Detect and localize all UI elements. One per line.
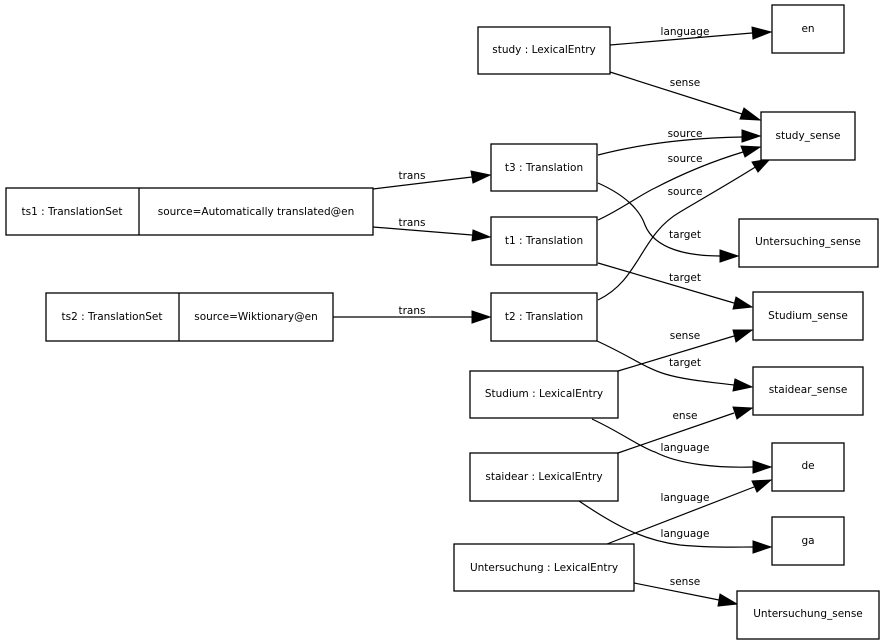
edge-ts1-trans-t1: trans <box>372 217 492 242</box>
svg-text:sense: sense <box>670 330 701 342</box>
node-ts1-translationset[interactable]: ts1 : TranslationSet source=Automaticall… <box>5 187 374 236</box>
svg-text:Untersuchung : LexicalEntry: Untersuchung : LexicalEntry <box>470 562 618 574</box>
edges: language sense source source source <box>333 26 773 607</box>
arrowhead-icon <box>719 249 740 263</box>
edge-staidear-sense-staidear_sense: ense <box>617 406 754 454</box>
arrowhead-icon <box>732 329 754 343</box>
svg-text:study_sense: study_sense <box>776 130 841 142</box>
edge-study-language-en: language <box>609 26 773 46</box>
svg-text:Untersuchung_sense: Untersuchung_sense <box>753 608 863 620</box>
svg-text:ense: ense <box>672 410 697 422</box>
svg-text:target: target <box>669 229 701 241</box>
edge-untersuchung-sense-untersuchung_sense: sense <box>633 576 739 607</box>
arrowhead-icon <box>732 296 754 310</box>
node-t2-translation[interactable]: t2 : Translation <box>490 292 598 342</box>
node-t1-translation[interactable]: t1 : Translation <box>490 216 598 266</box>
edge-t3-source-study_sense: source <box>597 128 762 156</box>
arrowhead-icon <box>732 406 754 420</box>
arrowhead-icon <box>732 378 754 392</box>
node-study-lexicalentry[interactable]: study : LexicalEntry <box>477 26 611 75</box>
arrowhead-icon <box>471 229 492 242</box>
svg-text:source: source <box>668 128 703 140</box>
svg-text:t2 : Translation: t2 : Translation <box>505 311 583 323</box>
node-staidear-lexicalentry[interactable]: staidear : LexicalEntry <box>469 452 619 502</box>
arrowhead-icon <box>739 107 762 121</box>
svg-text:source: source <box>668 153 703 165</box>
svg-text:target: target <box>669 357 701 369</box>
svg-text:ts1 : TranslationSet: ts1 : TranslationSet <box>22 206 123 218</box>
arrowhead-icon <box>741 129 762 143</box>
svg-text:en: en <box>801 23 814 35</box>
arrowhead-icon <box>751 158 772 173</box>
ts1-source-attribute: source=Automatically translated@en <box>158 206 355 218</box>
svg-text:t1 : Translation: t1 : Translation <box>505 235 583 247</box>
arrowhead-icon <box>717 593 739 607</box>
edge-untersuchung-language-de: language <box>606 479 773 545</box>
edge-staidear-language-ga: language <box>578 500 773 554</box>
svg-text:staidear_sense: staidear_sense <box>769 384 848 396</box>
nodes: study : LexicalEntry en study_sense ts1 … <box>5 4 880 640</box>
arrowhead-icon <box>470 170 492 184</box>
node-untersuchung-sense[interactable]: Untersuchung_sense <box>736 590 880 640</box>
edge-studium-language-de: language <box>591 418 773 474</box>
edge-t1-source-study_sense: source <box>597 145 762 221</box>
svg-text:ga: ga <box>801 535 814 547</box>
svg-text:trans: trans <box>399 305 426 317</box>
svg-text:t3 : Translation: t3 : Translation <box>505 162 583 174</box>
arrowhead-icon <box>752 460 773 474</box>
node-de[interactable]: de <box>771 442 845 492</box>
node-ga[interactable]: ga <box>771 516 845 566</box>
svg-text:trans: trans <box>399 170 426 182</box>
arrowhead-icon <box>740 145 762 158</box>
edge-study-sense-study_sense: sense <box>609 71 762 121</box>
edge-studium-sense-studium_sense: sense <box>617 329 754 372</box>
edge-t1-target-studium_sense: target <box>597 262 754 310</box>
svg-text:language: language <box>661 442 710 454</box>
edge-t3-target-untersuching_sense: target <box>597 182 740 263</box>
svg-text:sense: sense <box>670 576 701 588</box>
svg-text:source: source <box>668 186 703 198</box>
svg-text:language: language <box>661 26 710 38</box>
svg-text:Untersuching_sense: Untersuching_sense <box>755 236 861 248</box>
ts2-source-attribute: source=Wiktionary@en <box>194 311 318 323</box>
node-studium-sense[interactable]: Studium_sense <box>752 291 864 341</box>
arrowhead-icon <box>471 310 492 324</box>
node-en[interactable]: en <box>771 4 845 54</box>
node-untersuchung-lexicalentry[interactable]: Untersuchung : LexicalEntry <box>453 543 635 592</box>
svg-text:study : LexicalEntry: study : LexicalEntry <box>492 44 595 56</box>
node-t3-translation[interactable]: t3 : Translation <box>490 143 598 192</box>
svg-text:staidear : LexicalEntry: staidear : LexicalEntry <box>485 471 602 483</box>
svg-text:de: de <box>801 460 814 472</box>
node-untersuching-sense[interactable]: Untersuching_sense <box>738 218 879 268</box>
node-study-sense[interactable]: study_sense <box>760 111 856 161</box>
node-studium-lexicalentry[interactable]: Studium : LexicalEntry <box>469 370 619 419</box>
arrowhead-icon <box>752 540 773 554</box>
arrowhead-icon <box>751 479 773 493</box>
svg-text:sense: sense <box>670 77 701 89</box>
svg-text:ts2 : TranslationSet: ts2 : TranslationSet <box>62 311 163 323</box>
edge-t2-target-staidear_sense: target <box>596 340 754 392</box>
node-staidear-sense[interactable]: staidear_sense <box>752 366 864 416</box>
svg-text:trans: trans <box>399 217 426 229</box>
svg-text:language: language <box>661 492 710 504</box>
edge-ts1-trans-t3: trans <box>372 170 492 190</box>
arrowhead-icon <box>751 26 773 40</box>
svg-text:target: target <box>669 272 701 284</box>
edge-ts2-trans-t2: trans <box>333 305 492 324</box>
svg-text:Studium : LexicalEntry: Studium : LexicalEntry <box>485 388 603 400</box>
node-ts2-translationset[interactable]: ts2 : TranslationSet source=Wiktionary@e… <box>45 292 334 342</box>
svg-text:language: language <box>661 528 710 540</box>
svg-text:Studium_sense: Studium_sense <box>768 310 848 322</box>
